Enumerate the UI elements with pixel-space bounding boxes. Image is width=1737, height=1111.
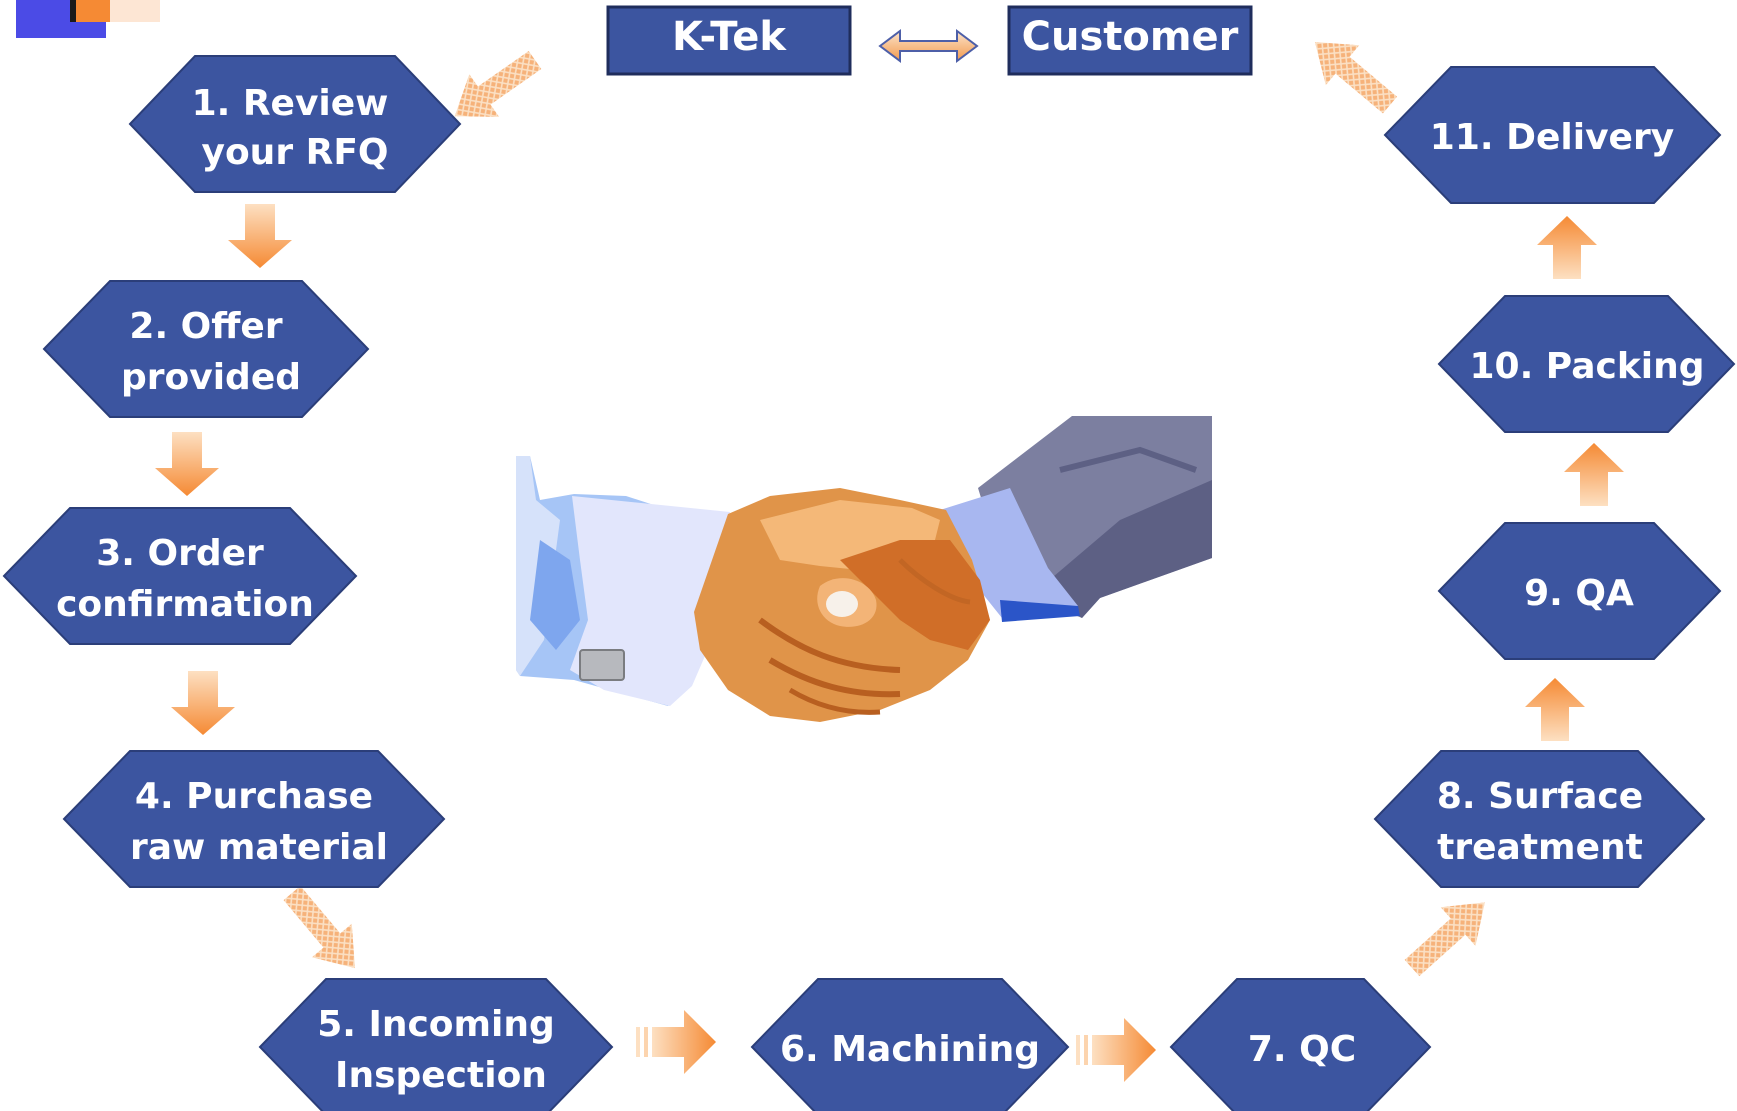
arrow-step8-to-step9 <box>1525 678 1585 741</box>
step-label-line1: 3. Order <box>96 533 264 574</box>
step-4-purchase-raw-material: 4. Purchase raw material <box>62 750 446 888</box>
step-8-surface-treatment: 8. Surface treatment <box>1373 750 1706 888</box>
arrow-ktek-to-step1 <box>454 50 542 117</box>
step-3-order-confirmation: 3. Order confirmation <box>2 507 358 645</box>
step-2-offer-provided: 2. Offer provided <box>42 280 370 418</box>
arrow-step5-to-step6 <box>636 1010 716 1074</box>
step-6-machining: 6. Machining <box>750 978 1070 1111</box>
step-label: 6. Machining <box>780 1029 1040 1070</box>
step-label-line1: 2. Offer <box>129 306 282 347</box>
step-label-line2: raw material <box>130 827 388 868</box>
corner-logo <box>16 0 160 38</box>
step-label-line2: provided <box>121 357 301 398</box>
step-label: 9. QA <box>1524 573 1634 614</box>
k-tek-box: K-Tek <box>606 5 852 76</box>
step-1-review-rfq: 1. Review your RFQ <box>128 55 462 193</box>
arrow-step9-to-step10 <box>1564 443 1624 506</box>
arrow-step2-to-step3 <box>155 432 219 496</box>
arrow-step10-to-step11 <box>1537 216 1597 279</box>
step-9-qa: 9. QA <box>1437 522 1722 660</box>
arrow-step6-to-step7 <box>1076 1018 1156 1082</box>
arrow-step7-to-step8 <box>1404 902 1485 977</box>
double-arrow-icon <box>878 29 979 63</box>
step-label-line1: 4. Purchase <box>135 776 373 817</box>
arrow-step1-to-step2 <box>228 204 292 268</box>
step-label-line2: confirmation <box>56 584 314 625</box>
step-7-qc: 7. QC <box>1169 978 1432 1111</box>
step-label-line1: 1. Review <box>192 83 389 124</box>
arrow-step3-to-step4 <box>171 671 235 735</box>
step-label-line1: 5. Incoming <box>317 1004 555 1045</box>
step-label-line1: 8. Surface <box>1437 776 1643 817</box>
step-label-line2: Inspection <box>335 1055 547 1096</box>
step-5-incoming-inspection: 5. Incoming Inspection <box>258 978 614 1111</box>
arrow-delivery-to-customer <box>1314 42 1398 114</box>
step-10-packing: 10. Packing <box>1437 295 1736 433</box>
step-label: 10. Packing <box>1469 346 1704 387</box>
k-tek-label: K-Tek <box>672 14 787 60</box>
step-label-line2: treatment <box>1437 827 1643 868</box>
customer-label: Customer <box>1022 14 1239 60</box>
step-11-delivery: 11. Delivery <box>1383 66 1722 204</box>
handshake-icon <box>516 416 1212 722</box>
step-label: 11. Delivery <box>1430 117 1674 158</box>
arrow-step4-to-step5 <box>283 885 355 969</box>
customer-box: Customer <box>1007 5 1253 76</box>
step-label: 7. QC <box>1248 1029 1356 1070</box>
step-label-line2: your RFQ <box>201 132 388 173</box>
